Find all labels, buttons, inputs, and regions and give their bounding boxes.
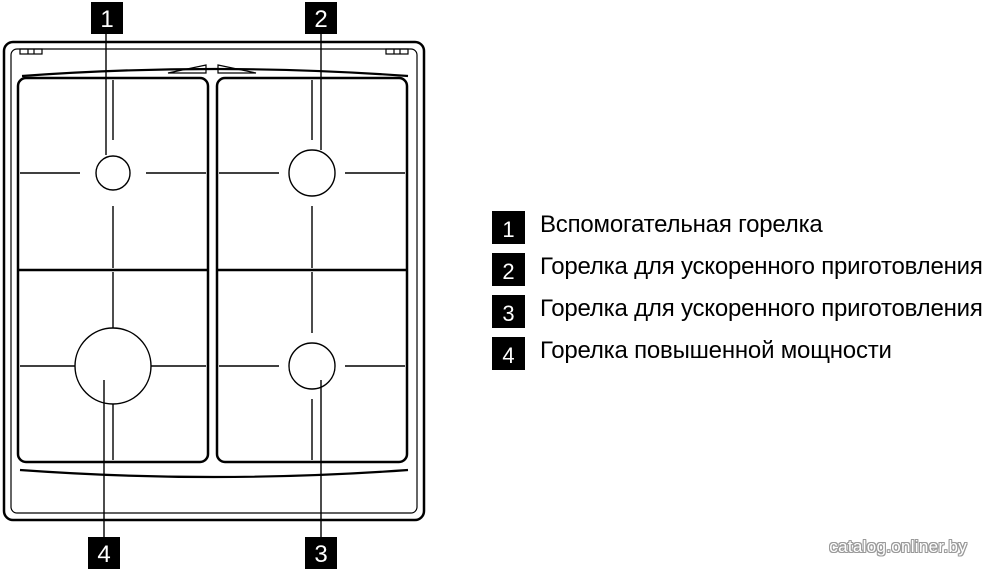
legend-badge-1: 1 (492, 210, 525, 244)
burner-legend: 1 Вспомогательная горелка 2 Горелка для … (492, 204, 987, 372)
legend-item-2: 2 Горелка для ускоренного приготовления (492, 246, 987, 288)
pan-support-left (16, 76, 210, 464)
legend-label-2: Горелка для ускоренного приготовления (540, 253, 983, 280)
leader-lines (103, 32, 322, 540)
legend-badge-2: 2 (492, 252, 525, 286)
hob-bottom-trim (19, 468, 409, 479)
right-connector-icon (385, 48, 409, 55)
callout-2-number: 2 (314, 6, 327, 33)
burner-2 (219, 80, 405, 268)
pan-support-right (215, 76, 409, 464)
callout-1-number: 1 (100, 6, 113, 33)
burner-1 (20, 80, 206, 268)
callout-1: 1 (91, 2, 123, 34)
callout-4-number: 4 (97, 541, 110, 568)
burner-3 (219, 272, 405, 460)
callout-3: 3 (305, 537, 337, 569)
legend-label-4: Горелка повышенной мощности (540, 337, 892, 364)
legend-badge-3: 3 (492, 294, 525, 328)
callout-2: 2 (305, 2, 337, 34)
legend-label-1: Вспомогательная горелка (540, 211, 823, 238)
left-connector-icon (19, 48, 43, 55)
legend-label-3: Горелка для ускоренного приготовления (540, 295, 983, 322)
callout-4: 4 (88, 537, 120, 569)
legend-item-1: 1 Вспомогательная горелка (492, 204, 987, 246)
callout-3-number: 3 (314, 541, 327, 568)
legend-item-3: 3 Горелка для ускоренного приготовления (492, 288, 987, 330)
hob-top-trim (21, 64, 409, 78)
legend-badge-4: 4 (492, 336, 525, 370)
hob-frame (2, 40, 426, 522)
watermark: catalog.onliner.by (829, 537, 967, 556)
burner-4 (20, 272, 206, 460)
legend-item-4: 4 Горелка повышенной мощности (492, 330, 987, 372)
